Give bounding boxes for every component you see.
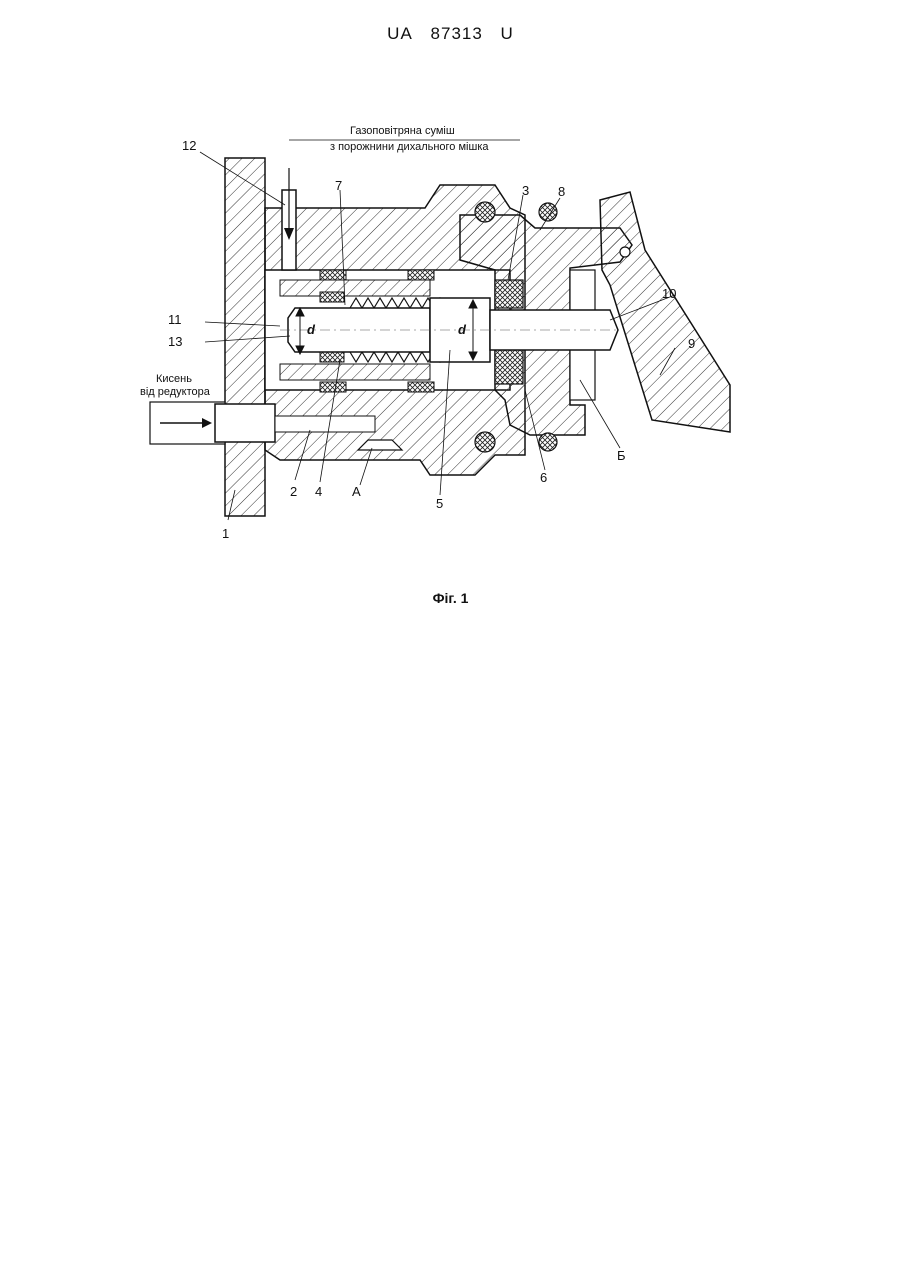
lever-arm: [600, 192, 730, 432]
flange-body: [225, 158, 265, 516]
patent-header: UA 87313 U: [0, 24, 901, 44]
label-8: 8: [558, 184, 565, 199]
patent-kind: U: [501, 24, 514, 43]
label-B: Б: [617, 448, 626, 463]
label-d-small: d: [307, 322, 316, 337]
gas-note-line1: Газоповітряна суміш: [350, 125, 455, 137]
label-9: 9: [688, 336, 695, 351]
gas-note-line2: з порожнини дихального мішка: [330, 141, 489, 153]
label-12: 12: [182, 138, 196, 153]
label-4: 4: [315, 484, 322, 499]
figure-caption: Фіг. 1: [0, 590, 901, 606]
label-10: 10: [662, 286, 676, 301]
label-6: 6: [540, 470, 547, 485]
label-2: 2: [290, 484, 297, 499]
oxygen-note-line2: від редуктора: [140, 386, 211, 398]
label-1: 1: [222, 526, 229, 541]
patent-number: 87313: [431, 24, 483, 43]
label-5: 5: [436, 496, 443, 511]
label-7: 7: [335, 178, 342, 193]
label-3: 3: [522, 183, 529, 198]
valve-drawing: 12 7 3 8 10 9 11 13 2 4 А 5 6 Б 1 d d Га…: [140, 120, 740, 550]
label-d-large: d: [458, 322, 467, 337]
country-code: UA: [387, 24, 413, 43]
label-A: А: [352, 484, 361, 499]
oxygen-note-line1: Кисень: [156, 373, 192, 385]
label-11: 11: [168, 312, 182, 327]
label-13: 13: [168, 334, 182, 349]
